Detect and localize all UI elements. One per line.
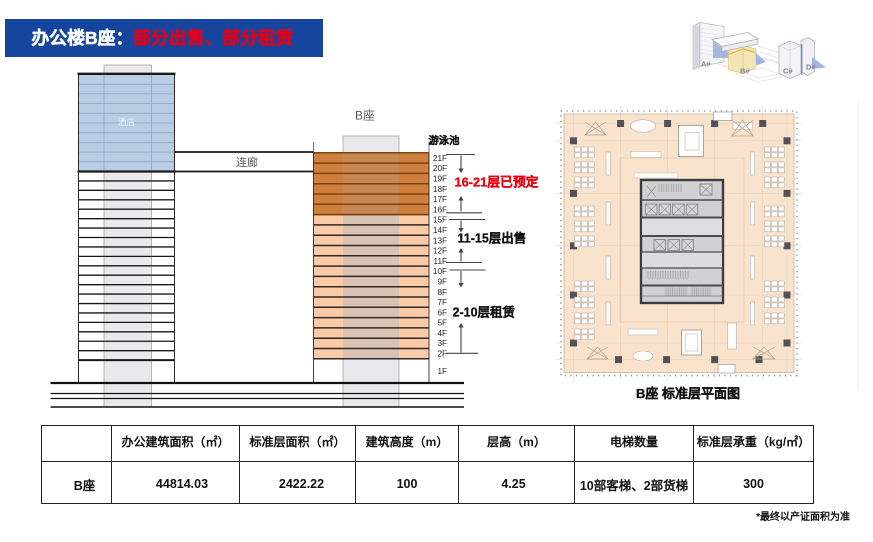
svg-text:6F: 6F bbox=[437, 308, 447, 317]
svg-text:游泳池: 游泳池 bbox=[429, 134, 461, 147]
svg-text:4F: 4F bbox=[437, 329, 447, 338]
svg-text:B座: B座 bbox=[355, 108, 375, 123]
svg-text:11F: 11F bbox=[434, 257, 448, 266]
svg-text:连廊: 连廊 bbox=[236, 155, 258, 169]
svg-text:20F: 20F bbox=[433, 164, 447, 173]
svg-text:8F: 8F bbox=[437, 288, 447, 297]
svg-text:14F: 14F bbox=[433, 226, 447, 235]
svg-text:10F: 10F bbox=[433, 267, 447, 276]
svg-text:C#: C# bbox=[783, 67, 793, 76]
svg-text:1F: 1F bbox=[437, 367, 447, 376]
svg-text:16F: 16F bbox=[433, 205, 447, 214]
svg-text:D#: D# bbox=[806, 63, 816, 72]
svg-text:21F: 21F bbox=[433, 154, 447, 163]
svg-text:15F: 15F bbox=[433, 216, 447, 225]
svg-text:16-21层已预定: 16-21层已预定 bbox=[455, 175, 539, 190]
svg-text:5F: 5F bbox=[437, 319, 447, 328]
svg-text:11-15层出售: 11-15层出售 bbox=[458, 231, 527, 246]
svg-text:17F: 17F bbox=[433, 195, 447, 204]
svg-text:7F: 7F bbox=[437, 298, 447, 307]
svg-text:19F: 19F bbox=[433, 175, 447, 184]
svg-text:酒店: 酒店 bbox=[118, 117, 136, 127]
svg-text:2F: 2F bbox=[437, 350, 447, 359]
svg-text:13F: 13F bbox=[433, 236, 447, 245]
svg-text:9F: 9F bbox=[437, 277, 447, 286]
svg-text:B座 标准层平面图: B座 标准层平面图 bbox=[636, 386, 740, 401]
svg-text:A#: A# bbox=[701, 60, 711, 69]
svg-text:2-10层租赁: 2-10层租赁 bbox=[453, 305, 516, 320]
svg-text:3F: 3F bbox=[437, 339, 447, 348]
svg-text:18F: 18F bbox=[433, 185, 447, 194]
svg-text:12F: 12F bbox=[433, 247, 447, 256]
svg-text:B#: B# bbox=[740, 67, 750, 76]
